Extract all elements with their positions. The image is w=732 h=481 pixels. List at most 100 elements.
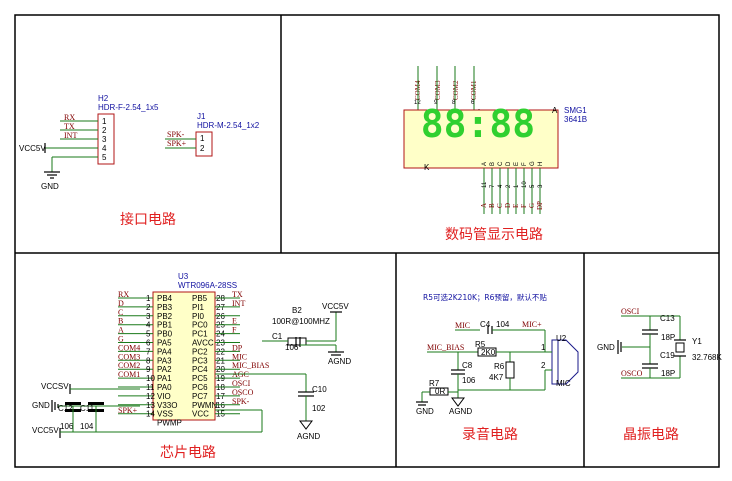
- pin-num: 2: [506, 184, 512, 188]
- pin-num: 1: [514, 184, 520, 188]
- pin-num: 6: [471, 100, 475, 106]
- com-label: COM3: [434, 80, 442, 100]
- seg-name: D: [506, 161, 512, 166]
- r6-value: 4K7: [489, 373, 504, 382]
- c10-ref: C10: [312, 385, 327, 394]
- c4-ref: C4: [480, 320, 491, 329]
- pin-num: 11: [482, 181, 488, 188]
- seg-net: D: [504, 203, 512, 208]
- smg-body: [403, 109, 559, 169]
- vcc-label: VCC5V: [32, 426, 59, 435]
- interface-circuit: H2 HDR-F-2.54_1x5 1 2 3 4 5 RX TX INT VC…: [19, 94, 260, 228]
- u3-pin-name: PB4: [157, 294, 173, 303]
- u3-pin-name: VIO: [157, 392, 171, 401]
- u3-pin-name: PC4: [192, 365, 208, 374]
- net-label: TX: [64, 122, 75, 131]
- u3-pin-name: PC3: [192, 356, 208, 365]
- vcc-label: VCCSV: [41, 382, 69, 391]
- u3-pin-name: PC2: [192, 347, 208, 356]
- r7-value: 0R: [435, 387, 445, 396]
- u3-pin-num: 2: [146, 303, 151, 312]
- net-label: MIC_BIAS: [427, 343, 464, 352]
- u3-pin-name: VSS: [157, 410, 173, 419]
- anode-label: A: [552, 106, 558, 115]
- seg-net: C: [496, 203, 504, 208]
- u3-pin-name: PA2: [157, 365, 172, 374]
- pin-num: 5: [530, 184, 536, 188]
- com-label: COM2: [452, 80, 460, 100]
- u2-ref: U2: [556, 334, 567, 343]
- section-title: 录音电路: [462, 426, 518, 443]
- c13-ref: C13: [660, 314, 675, 323]
- seg-name: A: [482, 162, 488, 166]
- seg-name: C: [498, 161, 504, 166]
- j1-pin: 1: [200, 134, 205, 143]
- section-title: 芯片电路: [160, 445, 216, 461]
- u3-pin-name: PC1: [192, 330, 208, 339]
- y1-ref: Y1: [692, 337, 702, 346]
- u3-pin-name: PA4: [157, 347, 172, 356]
- gnd-label: GND: [597, 343, 615, 352]
- r5-ref: R5: [475, 340, 486, 349]
- net-label: COM2: [118, 361, 140, 370]
- seg-name: H: [538, 162, 544, 166]
- seg-name: B: [490, 162, 496, 166]
- agnd-label: AGND: [328, 357, 351, 366]
- pin-num: 3: [538, 184, 544, 188]
- u3-pin-name: PA3: [157, 356, 172, 365]
- sheet-border: [14, 14, 720, 468]
- section-title: 晶振电路: [623, 427, 679, 443]
- seg-net: A: [480, 203, 488, 208]
- net-label: SPK+: [118, 406, 138, 415]
- smg-ref: SMG1: [564, 106, 587, 115]
- net-label: B: [118, 317, 123, 326]
- u3-pin-num: 13: [146, 401, 155, 410]
- cathode-label: K: [424, 163, 430, 172]
- net-label: COM3: [118, 352, 140, 361]
- b2-ref: B2: [292, 306, 302, 315]
- seg-name: E: [514, 162, 520, 166]
- u3-pin-num: 6: [146, 339, 151, 348]
- c13-value: 18P: [661, 333, 675, 342]
- mic-part: MIC: [556, 379, 571, 388]
- seg-name: F: [522, 162, 528, 166]
- pin-num: 7: [490, 184, 496, 188]
- c11-ref: C11: [80, 404, 95, 413]
- smg-value: 3641B: [564, 115, 587, 124]
- u3-pin-name: PC5: [192, 374, 208, 383]
- net-label: SPK-: [167, 130, 185, 139]
- h2-value: HDR-F-2.54_1x5: [98, 103, 159, 112]
- net-label: DP: [232, 343, 243, 352]
- u3-ref: U3: [178, 272, 189, 281]
- net-label: OSCI: [232, 379, 251, 388]
- net-label: SPK-: [232, 397, 250, 406]
- mic-pin: 1: [541, 343, 546, 352]
- record-circuit: R5可选2K210K；R6预留，默认不贴 MIC C4 104 MIC+ MIC…: [416, 292, 579, 443]
- net-label: MIC: [232, 352, 247, 361]
- u3-pin-name: PI0: [192, 312, 205, 321]
- u3-body: [152, 291, 216, 421]
- u3-pin-name: PB0: [157, 330, 173, 339]
- u3-pin-num: 1: [146, 294, 151, 303]
- c8-value: 106: [462, 376, 476, 385]
- net-label: G: [118, 335, 124, 344]
- net-label: C: [118, 308, 123, 317]
- pin-num: 9: [434, 100, 438, 106]
- net-label: TX: [232, 290, 243, 299]
- u3-pin-name: PA1: [157, 374, 172, 383]
- gnd-label: GND: [32, 401, 50, 410]
- u3-pin-name: PB2: [157, 312, 173, 321]
- net-label: RX: [64, 113, 75, 122]
- c8-ref: C8: [462, 361, 473, 370]
- j1-value: HDR-M-2.54_1x2: [197, 121, 260, 130]
- net-label: OSCO: [232, 388, 254, 397]
- h2-pin: 5: [102, 153, 107, 162]
- net-label: OSCI: [621, 307, 640, 316]
- net-label: E: [232, 317, 237, 326]
- net-label: OSCO: [621, 369, 643, 378]
- net-label: MIC_BIAS: [232, 361, 269, 370]
- net-label: INT: [232, 299, 245, 308]
- j1-ref: J1: [197, 112, 206, 121]
- net-label: F: [232, 326, 237, 335]
- pin-num: 12: [414, 100, 421, 106]
